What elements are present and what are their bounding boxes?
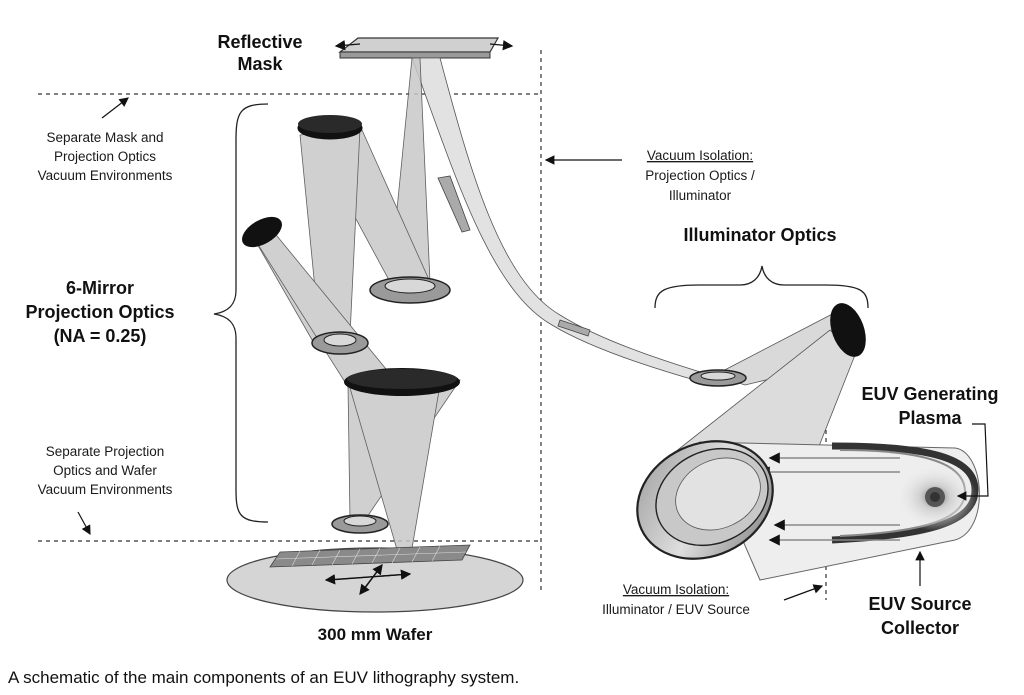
- illuminator-brace: [654, 265, 869, 309]
- reflective-mask-label-1: Reflective: [217, 32, 302, 52]
- euv-collector-label-2: Collector: [881, 618, 959, 638]
- mirror-4: [311, 331, 369, 355]
- fold-element: [557, 319, 591, 337]
- mirror-2: [369, 276, 451, 304]
- sep-wafer-arrow: [77, 511, 91, 536]
- mirror-5: [344, 368, 460, 396]
- projection-optics-brace: [213, 103, 269, 523]
- vac-iso-top-label-2: Projection Optics /: [645, 168, 755, 183]
- euv-collector-label-1: EUV Source: [868, 594, 971, 614]
- illuminator-mirror-2: [830, 303, 866, 357]
- reflective-mask-label-2: Mask: [237, 54, 283, 74]
- sep-wafer-label-3: Vacuum Environments: [38, 482, 173, 497]
- sep-mask-label-3: Vacuum Environments: [38, 168, 173, 183]
- wafer-label: 300 mm Wafer: [318, 625, 433, 644]
- vac-iso-top-label-1: Vacuum Isolation:: [647, 148, 753, 163]
- figure-caption: A schematic of the main components of an…: [8, 668, 520, 687]
- mirror-6: [331, 514, 389, 534]
- plasma-arrow: [956, 423, 989, 501]
- mirror-optics-label-2: Projection Optics: [25, 302, 174, 322]
- illuminator-optics-label: Illuminator Optics: [683, 225, 836, 245]
- wafer-disk: [226, 544, 524, 613]
- mirror-optics-label-3: (NA = 0.25): [54, 326, 147, 346]
- vac-iso-bot-arrow: [783, 584, 824, 601]
- mirror-3: [242, 216, 282, 248]
- sep-mask-arrow: [101, 97, 129, 119]
- vac-iso-bot-label-1: Vacuum Isolation:: [623, 582, 729, 597]
- euv-plasma-label-1: EUV Generating: [861, 384, 998, 404]
- collector-mirror: [636, 440, 774, 560]
- vac-iso-top-label-3: Illuminator: [669, 188, 732, 203]
- mirror-optics-label-1: 6-Mirror: [66, 278, 134, 298]
- fold-element: [437, 175, 471, 233]
- sep-mask-label-1: Separate Mask and: [46, 130, 163, 145]
- vac-iso-bot-label-2: Illuminator / EUV Source: [602, 602, 750, 617]
- reflective-mask: [334, 37, 514, 59]
- illuminator-mirror-1: [689, 369, 747, 387]
- sep-wafer-label-2: Optics and Wafer: [53, 463, 157, 478]
- euv-schematic: Reflective Mask Separate Mask and Projec…: [25, 32, 998, 644]
- sep-mask-label-2: Projection Optics: [54, 149, 156, 164]
- euv-plasma-label-2: Plasma: [898, 408, 962, 428]
- sep-wafer-label-1: Separate Projection: [46, 444, 165, 459]
- mirror-1: [297, 115, 363, 140]
